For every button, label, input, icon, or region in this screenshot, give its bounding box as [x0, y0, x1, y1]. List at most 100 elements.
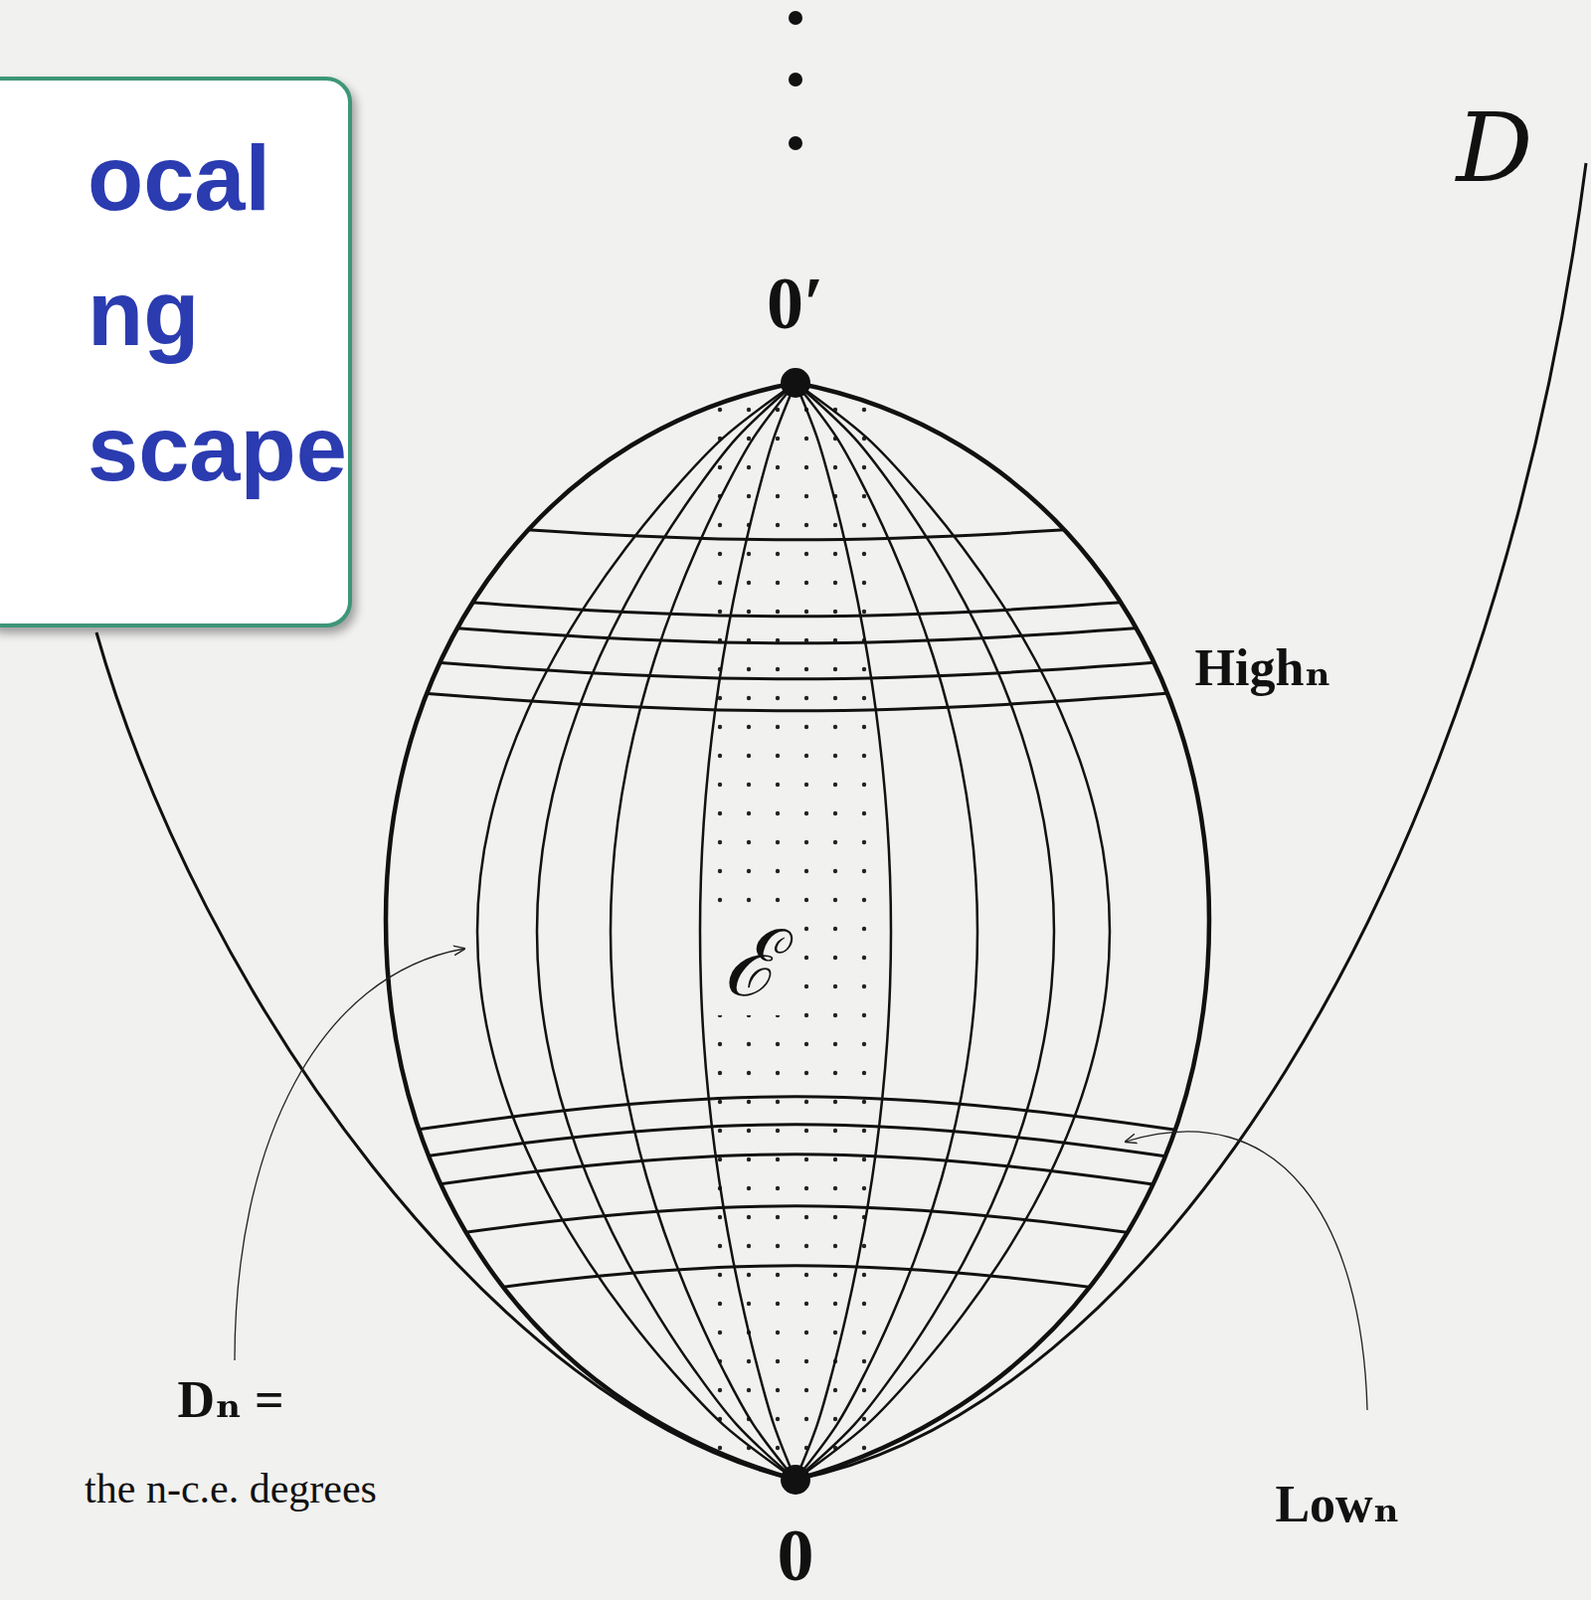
dot: [775, 897, 780, 902]
dot: [775, 869, 780, 874]
dot: [833, 1099, 838, 1104]
dot: [833, 926, 838, 931]
dot: [746, 1388, 751, 1393]
dot: [717, 1157, 722, 1162]
dot: [775, 1330, 780, 1335]
dot: [862, 1272, 867, 1277]
meridian: [536, 382, 796, 1480]
dot: [746, 753, 751, 758]
dot: [717, 1215, 722, 1220]
dot: [862, 955, 867, 960]
dot: [775, 1243, 780, 1248]
dot: [746, 494, 751, 499]
dot: [804, 1388, 809, 1393]
dot: [833, 696, 838, 701]
dot: [804, 753, 809, 758]
band-line: [357, 620, 1234, 644]
dot: [804, 696, 809, 701]
dot: [804, 955, 809, 960]
dot: [862, 580, 867, 585]
dot: [862, 1330, 867, 1335]
dot: [775, 1099, 780, 1104]
dot: [862, 869, 867, 874]
dot: [862, 724, 867, 729]
title-text: ocal ng scape: [87, 110, 341, 517]
dot: [833, 753, 838, 758]
dot: [717, 407, 722, 412]
dot: [775, 724, 780, 729]
dot: [833, 1070, 838, 1075]
dot: [833, 609, 838, 614]
dot: [775, 494, 780, 499]
dot: [746, 840, 751, 845]
dot: [717, 1301, 722, 1306]
dot: [833, 840, 838, 845]
dot: [833, 1388, 838, 1393]
dot: [833, 724, 838, 729]
dot: [717, 696, 722, 701]
dot: [746, 1215, 751, 1220]
dot: [862, 1070, 867, 1075]
dot: [717, 869, 722, 874]
degree-point: [780, 367, 811, 398]
dot: [746, 1243, 751, 1248]
dot: [833, 811, 838, 816]
dot: [862, 609, 867, 614]
dot: [775, 696, 780, 701]
band-line: [357, 1096, 1234, 1139]
dot: [746, 1186, 751, 1191]
dot: [746, 465, 751, 470]
parabola-left: [96, 632, 796, 1480]
dot: [717, 465, 722, 470]
dot: [804, 1186, 809, 1191]
dot: [862, 1445, 867, 1450]
dot: [833, 667, 838, 672]
latitude-bands: [357, 517, 1234, 1307]
dot: [775, 523, 780, 528]
meridian: [795, 382, 891, 1480]
ellipsis-dot: [788, 136, 803, 151]
dot: [804, 1128, 809, 1133]
dot: [746, 1301, 751, 1306]
leader-line: [1125, 1131, 1368, 1411]
dot: [862, 897, 867, 902]
dot: [833, 1042, 838, 1047]
dot: [804, 811, 809, 816]
dot: [775, 753, 780, 758]
class-label: Dₙ =: [176, 1371, 284, 1428]
dot: [862, 696, 867, 701]
dot: [833, 955, 838, 960]
dot: [833, 1186, 838, 1191]
band-line: [357, 593, 1234, 617]
band-line: [357, 1154, 1234, 1197]
dot: [862, 465, 867, 470]
dot: [746, 724, 751, 729]
dot: [746, 1359, 751, 1364]
dot: [804, 782, 809, 787]
dot: [746, 436, 751, 441]
dot: [746, 897, 751, 902]
dot: [804, 1272, 809, 1277]
dot: [833, 1330, 838, 1335]
dot: [804, 609, 809, 614]
dot: [804, 1013, 809, 1018]
dot: [862, 1013, 867, 1018]
degree-label: 0′: [766, 263, 825, 345]
dot: [775, 609, 780, 614]
meridian: [795, 382, 978, 1480]
dot: [775, 840, 780, 845]
dot: [717, 1099, 722, 1104]
dot: [775, 1301, 780, 1306]
dot: [717, 1330, 722, 1335]
dot: [862, 1042, 867, 1047]
dot: [833, 465, 838, 470]
dot: [804, 984, 809, 989]
dot: [746, 869, 751, 874]
dot: [746, 1157, 751, 1162]
dot: [717, 1388, 722, 1393]
dot: [862, 1186, 867, 1191]
meridian: [795, 382, 1110, 1480]
class-label: Highₙ: [1195, 639, 1332, 697]
dot: [775, 1128, 780, 1133]
dot: [804, 580, 809, 585]
